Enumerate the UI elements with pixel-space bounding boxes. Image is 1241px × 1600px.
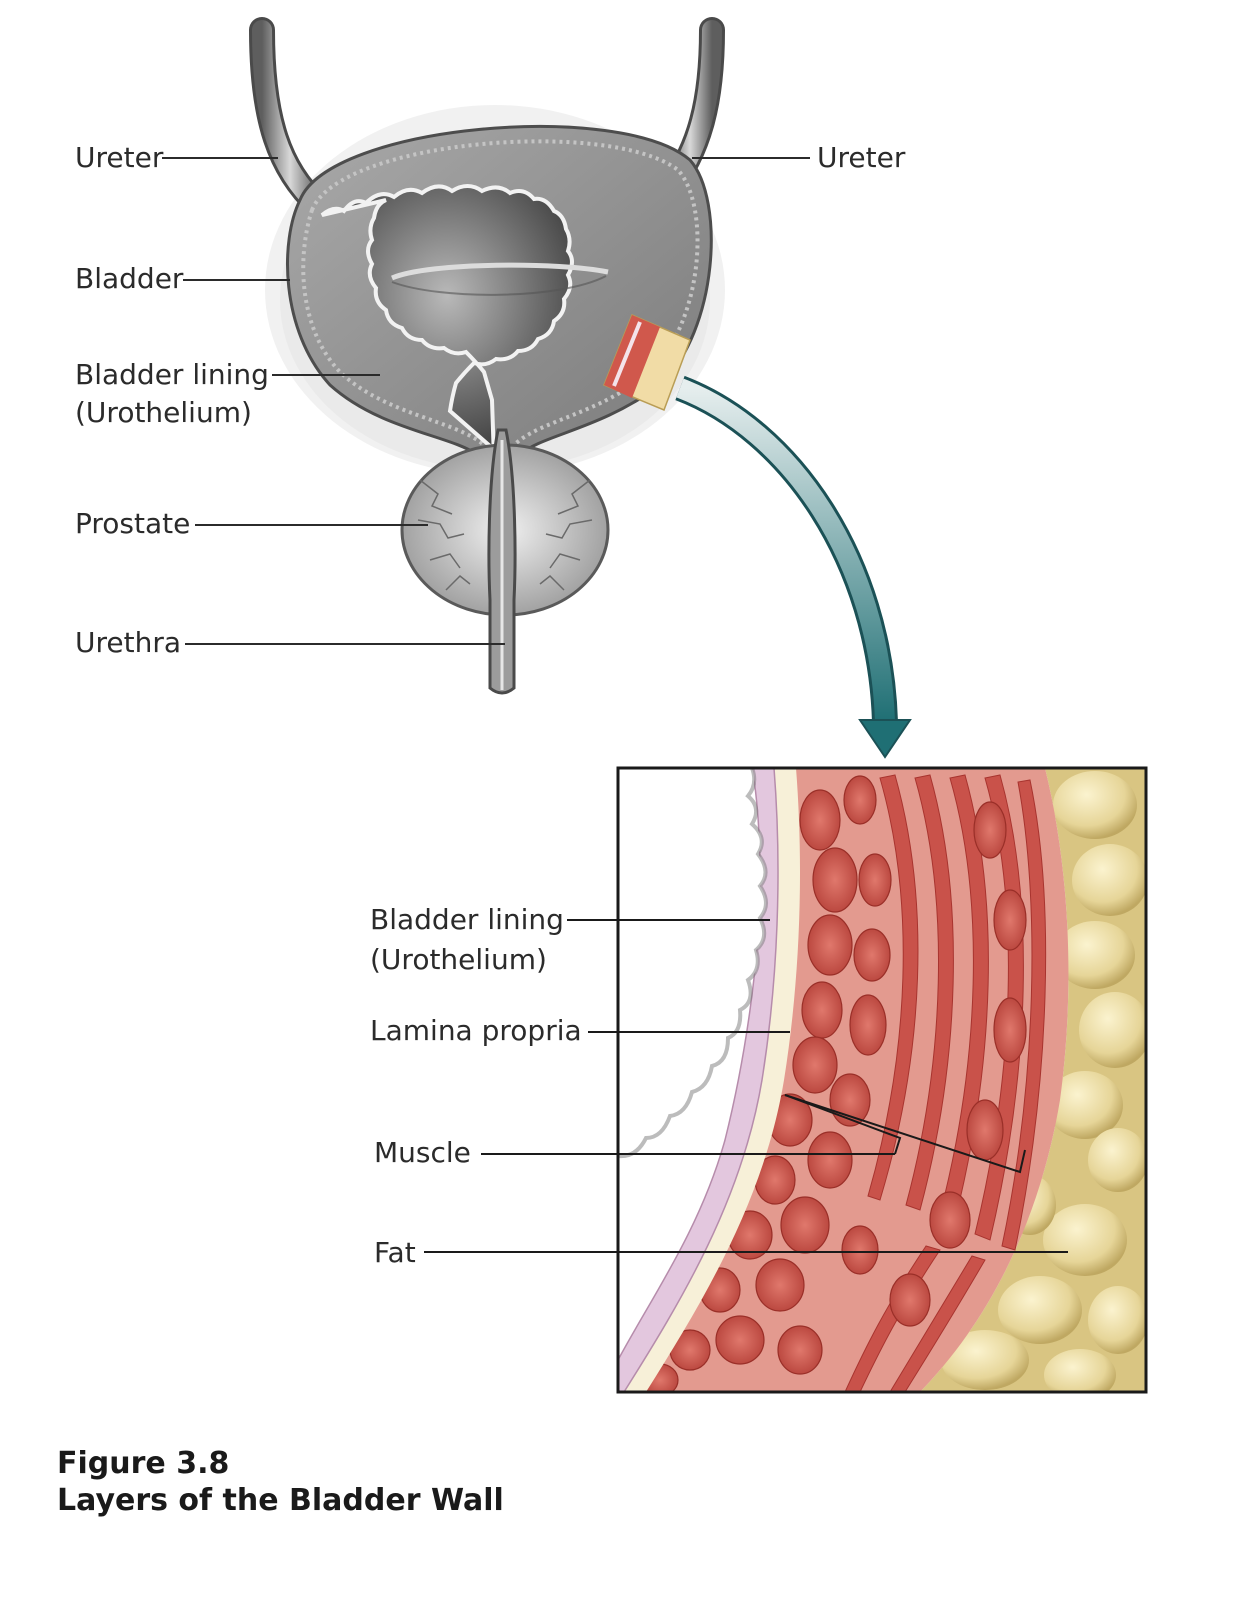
fat-cells	[941, 771, 1146, 1392]
label-urethra: Urethra	[75, 626, 182, 659]
label-ureter-right: Ureter	[817, 141, 906, 174]
detail-label-bladder-lining-line1: Bladder lining	[370, 903, 564, 936]
bladder-lumen	[618, 768, 766, 1360]
trigone-ridge	[391, 262, 609, 281]
label-bladder-lining-line2: (Urothelium)	[75, 396, 252, 429]
detail-label-muscle: Muscle	[374, 1136, 471, 1169]
label-bladder: Bladder	[75, 262, 184, 295]
bladder-cavity	[320, 184, 574, 462]
detail-highlight-box	[603, 314, 691, 411]
lamina-propria-layer	[622, 768, 800, 1392]
ureter-left-tube	[249, 17, 331, 218]
label-bladder-lining-line1: Bladder lining	[75, 358, 269, 391]
detail-leader-lines	[424, 919, 1068, 1253]
detail-box-frame	[616, 766, 1148, 1394]
wall-cross-section	[616, 766, 1148, 1394]
label-ureter-left: Ureter	[75, 141, 164, 174]
overview-leader-lines	[162, 157, 810, 645]
detail-label-lamina-propria: Lamina propria	[370, 1014, 582, 1047]
zoom-arrow	[675, 375, 912, 759]
muscle-bundles	[641, 775, 1027, 1392]
bladder-wall-texture	[301, 139, 700, 447]
detail-label-fat: Fat	[374, 1236, 416, 1269]
urethra-tube	[487, 428, 517, 695]
figure-number: Figure 3.8	[57, 1446, 230, 1481]
label-prostate: Prostate	[75, 507, 191, 540]
detail-label-bladder-lining-line2: (Urothelium)	[370, 943, 547, 976]
figure-title: Layers of the Bladder Wall	[57, 1483, 504, 1518]
